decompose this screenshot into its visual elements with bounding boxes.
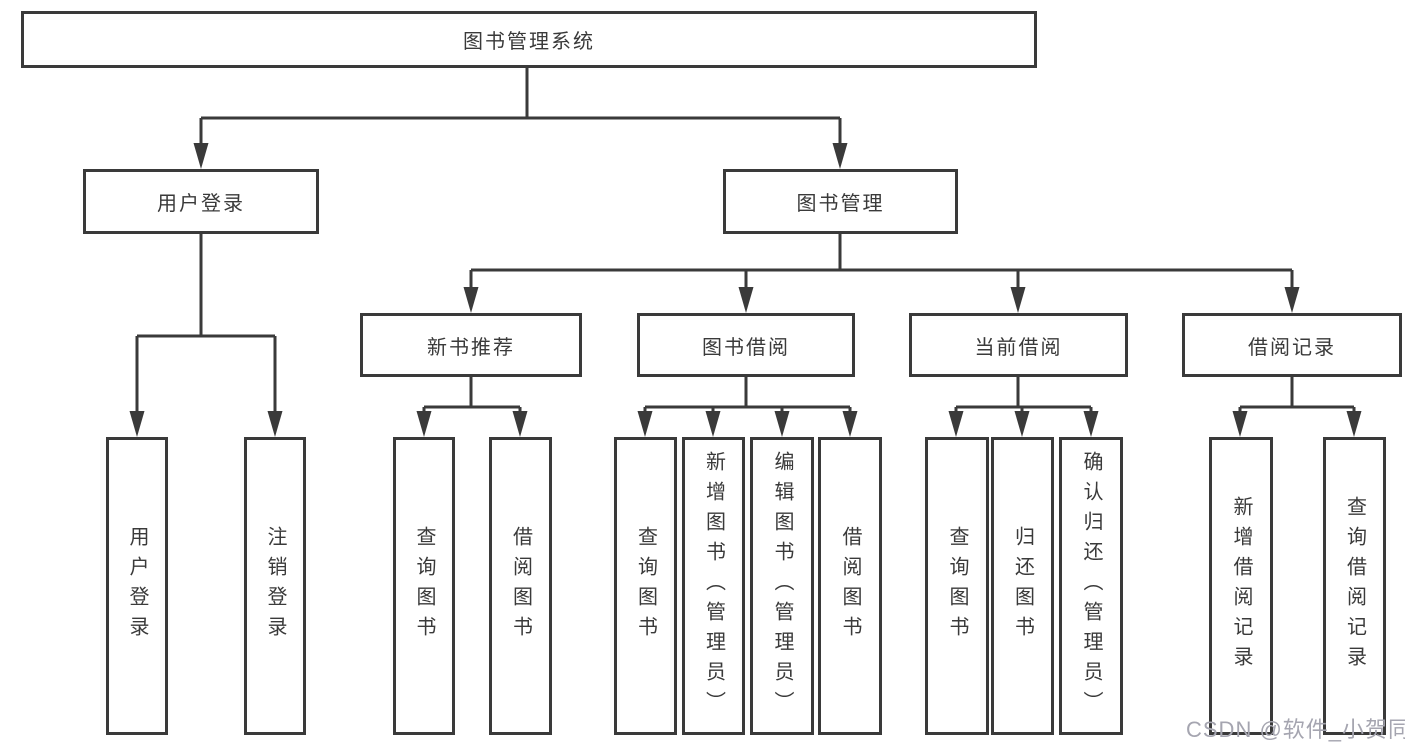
leaf-add-book-admin: 新增图书（管理员） <box>682 437 745 735</box>
leaf-query-books-recommend: 查询图书 <box>393 437 455 735</box>
leaf-query-books-borrowing: 查询图书 <box>614 437 677 735</box>
leaf-return-books: 归还图书 <box>991 437 1054 735</box>
leaf-label: 新增图书（管理员） <box>702 451 725 721</box>
leaf-logout: 注销登录 <box>244 437 306 735</box>
leaf-edit-book-admin: 编辑图书（管理员） <box>750 437 814 735</box>
leaf-label: 归还图书 <box>1011 526 1034 646</box>
node-library-management-system: 图书管理系统 <box>21 11 1037 68</box>
leaf-label: 查询图书 <box>946 526 968 646</box>
node-label: 图书管理 <box>796 193 885 215</box>
leaf-confirm-return-admin: 确认归还（管理员） <box>1059 437 1123 735</box>
leaf-borrow-books: 借阅图书 <box>818 437 882 735</box>
node-label: 图书管理系统 <box>463 31 595 53</box>
leaf-label: 确认归还（管理员） <box>1080 451 1102 721</box>
leaf-borrow-books-recommend: 借阅图书 <box>489 437 552 735</box>
csdn-watermark: CSDN @软件_小贺同学 <box>1186 717 1405 742</box>
leaf-add-borrow-record: 新增借阅记录 <box>1209 437 1273 735</box>
node-label: 当前借阅 <box>974 336 1063 359</box>
leaf-user-login: 用户登录 <box>106 437 168 735</box>
node-label: 借阅记录 <box>1248 336 1336 359</box>
leaf-label: 查询图书 <box>413 526 435 646</box>
leaf-query-books-current: 查询图书 <box>925 437 989 735</box>
node-label: 新书推荐 <box>427 336 515 359</box>
leaf-label: 借阅图书 <box>839 526 861 646</box>
node-book-management: 图书管理 <box>723 169 958 234</box>
leaf-label: 注销登录 <box>264 526 286 646</box>
node-borrowing-records: 借阅记录 <box>1182 313 1402 377</box>
node-label: 用户登录 <box>157 193 245 215</box>
node-book-borrowing: 图书借阅 <box>637 313 855 377</box>
leaf-label: 查询借阅记录 <box>1343 496 1366 676</box>
leaf-label: 查询图书 <box>634 526 657 646</box>
leaf-label: 用户登录 <box>126 526 148 646</box>
node-current-borrowing: 当前借阅 <box>909 313 1128 377</box>
leaf-label: 新增借阅记录 <box>1230 496 1252 676</box>
node-new-book-recommend: 新书推荐 <box>360 313 582 377</box>
leaf-query-borrow-record: 查询借阅记录 <box>1323 437 1386 735</box>
node-label: 图书借阅 <box>702 336 790 359</box>
leaf-label: 编辑图书（管理员） <box>771 451 793 721</box>
node-user-login: 用户登录 <box>83 169 319 234</box>
leaf-label: 借阅图书 <box>509 526 532 646</box>
